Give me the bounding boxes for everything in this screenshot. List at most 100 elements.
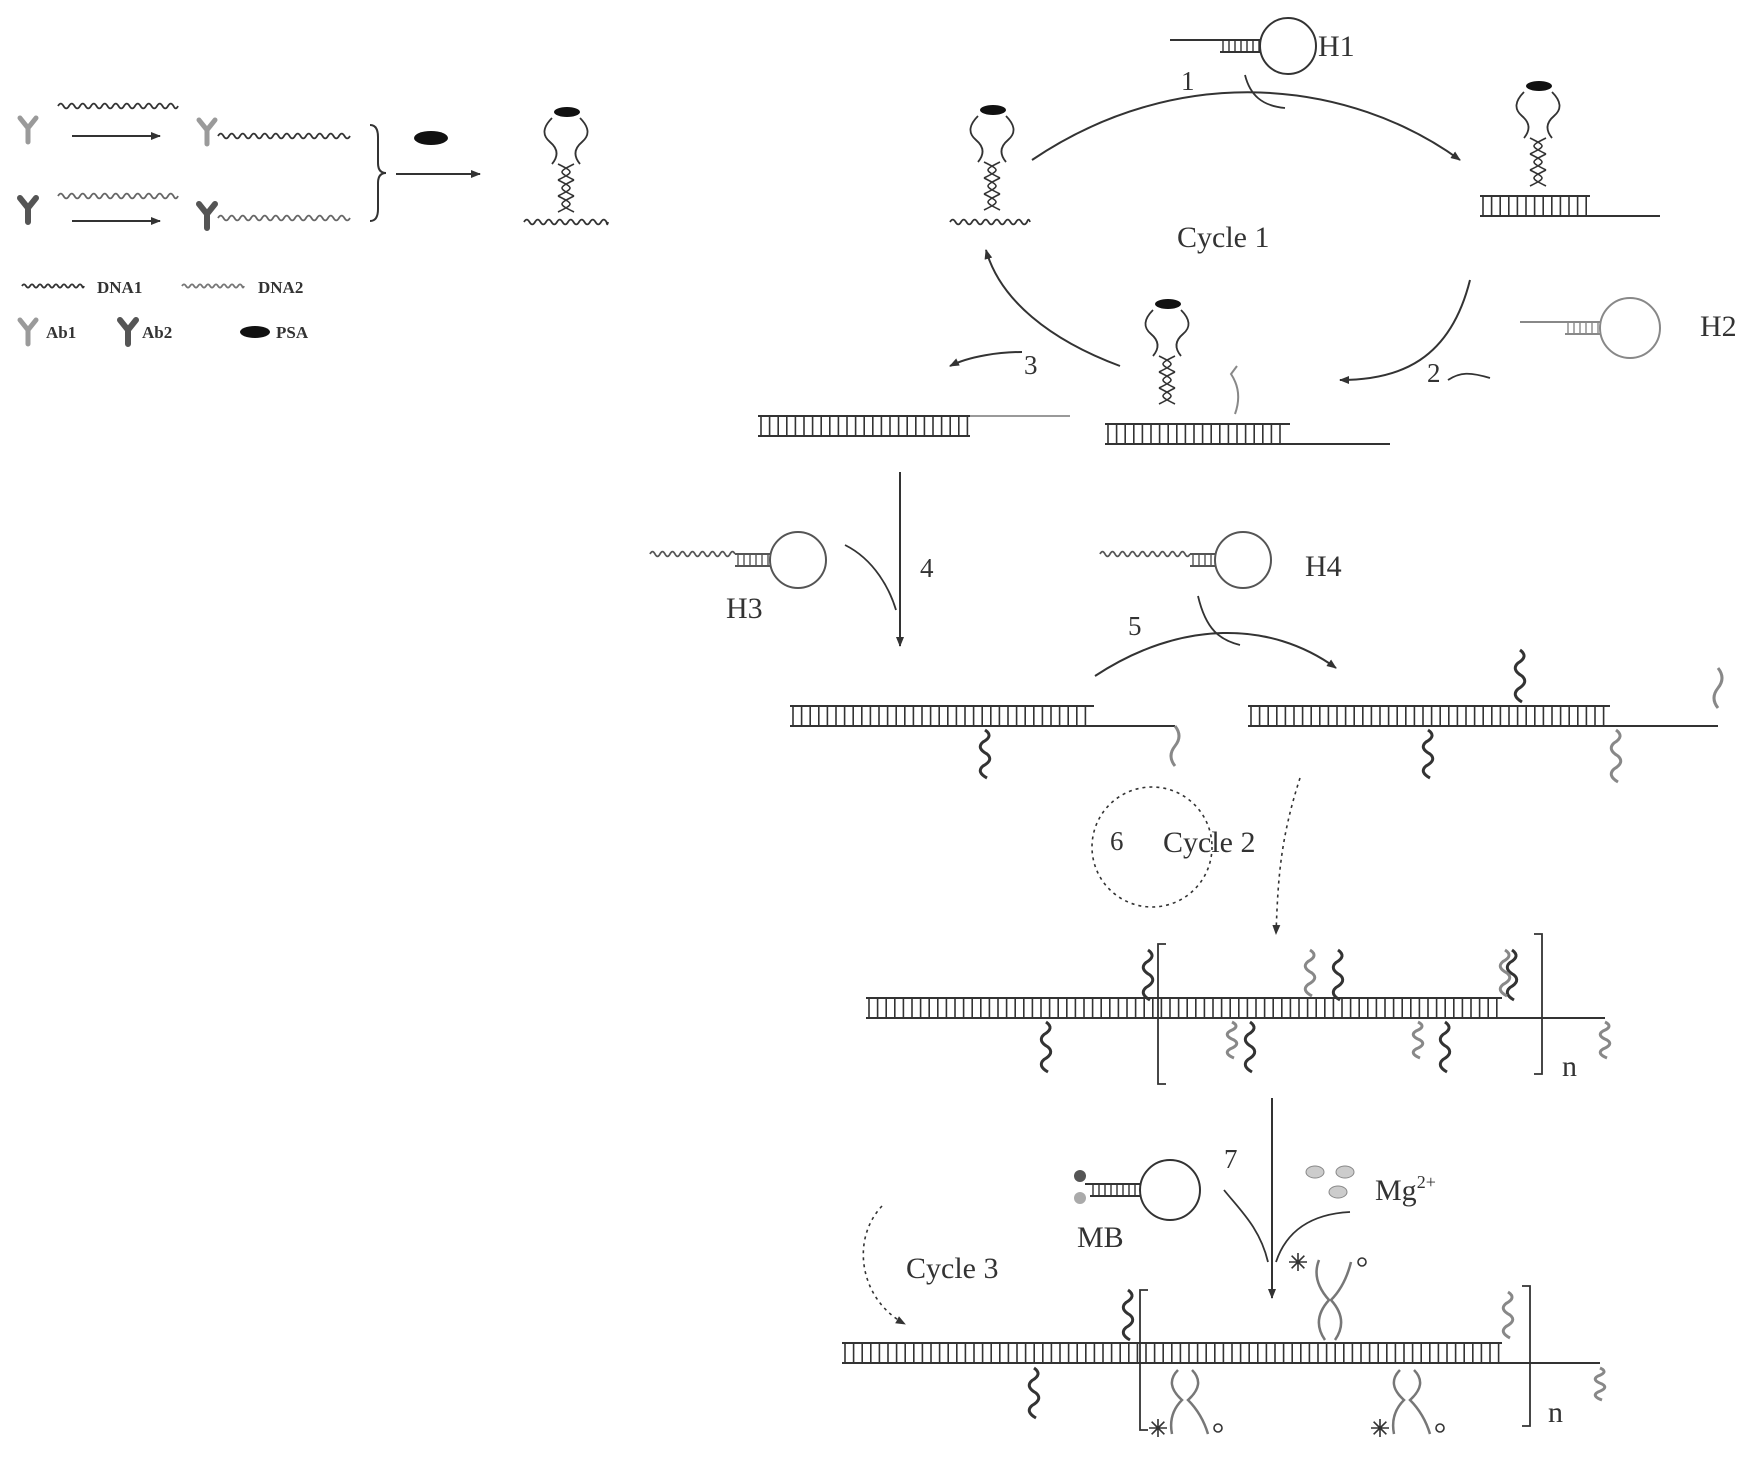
cycle1-left-dna-tails <box>950 220 1030 225</box>
psa-molecule <box>1526 81 1552 91</box>
legend-psa-icon <box>240 326 270 338</box>
h3-h4-assembly <box>650 472 1722 782</box>
ab2-antibody <box>20 198 36 222</box>
mg-ion-0 <box>1306 1166 1324 1178</box>
hairpin-h2 <box>1520 298 1660 358</box>
polymer-branch-bottom-1 <box>1245 1022 1254 1072</box>
cleaved-beacon-bottom-right-0 <box>1188 1370 1208 1434</box>
arrow-step-5-join <box>1198 596 1240 645</box>
final-bracket-right <box>1522 1286 1530 1426</box>
cleaved-beacon-bottom-left-1 <box>1393 1370 1404 1434</box>
hairpin-h3 <box>650 532 826 588</box>
step-6-label: 6 <box>1110 826 1124 856</box>
legend-psa-label: PSA <box>276 323 309 342</box>
h1-duplex <box>1480 196 1660 216</box>
ab1-conjugate-dna <box>218 134 350 139</box>
ion-charge: 2+ <box>1417 1172 1436 1192</box>
h1-h2-duplex <box>1105 424 1390 444</box>
antibody-arms <box>20 320 36 344</box>
h4-branch-arm-bottom <box>1423 730 1432 778</box>
repeat-bracket-right <box>1534 934 1542 1074</box>
arrow-step-2 <box>1340 280 1470 380</box>
final-branch-bottom-1 <box>1595 1368 1604 1400</box>
dna-arm-left <box>1516 92 1528 138</box>
ab1-conjugate-antibody <box>199 120 215 144</box>
step-5-label: 5 <box>1128 611 1142 641</box>
psa-molecule <box>980 105 1006 115</box>
cycle-1-label: Cycle 1 <box>1177 221 1269 254</box>
fluorophore-burst-bottom-0 <box>1149 1419 1167 1437</box>
polymer-branch-top-light-0 <box>1305 950 1314 996</box>
quencher-dot-bottom-1 <box>1436 1424 1444 1432</box>
cycle-2-group <box>866 778 1610 1084</box>
step-7-label: 7 <box>1224 1144 1238 1174</box>
dna-arm-right <box>1547 92 1559 138</box>
final-duplex <box>842 1343 1600 1363</box>
cleaved-beacon-top-right <box>1331 1262 1351 1340</box>
hairpin-loop <box>1260 18 1316 74</box>
hairpin-loop <box>770 532 826 588</box>
ab1-antibody <box>20 118 36 142</box>
dna-arm-left <box>544 118 556 164</box>
h3-branch-arm <box>980 730 989 778</box>
hairpin-h4 <box>1100 532 1271 588</box>
final-branch-top-0 <box>1123 1290 1132 1340</box>
cycle1-complex-bottom <box>1145 299 1188 404</box>
arrow-step-1 <box>1032 92 1460 160</box>
polymer-duplex <box>866 998 1605 1018</box>
sandwich-complex-product <box>544 107 587 212</box>
legend-dna2-label: DNA2 <box>258 278 303 297</box>
legend-ab2-label: Ab2 <box>142 323 172 342</box>
antibody-labelling-panel <box>20 104 608 228</box>
step-4-label: 4 <box>920 553 934 583</box>
arrow-step-2-join <box>1448 374 1490 380</box>
bracket <box>370 125 386 221</box>
step-3-label: 3 <box>1024 350 1038 380</box>
psa-molecule <box>554 107 580 117</box>
quencher-dot-bottom-0 <box>1214 1424 1222 1432</box>
beacon-quencher <box>1074 1170 1086 1182</box>
cleaved-beacon-top-left <box>1317 1260 1329 1340</box>
legend-ab1-label: Ab1 <box>46 323 76 342</box>
step-1-label: 1 <box>1181 66 1195 96</box>
dna-arm-left <box>970 116 982 162</box>
polymer-branch-bottom-light-0 <box>1227 1022 1236 1058</box>
magnesium-ion-label: Mg2+ <box>1375 1172 1436 1207</box>
cycle1-complex-right <box>1516 81 1559 186</box>
final-branch-top-1 <box>1503 1292 1512 1338</box>
h3-intermediate-duplex <box>790 706 1175 726</box>
antibody-arms <box>20 118 36 142</box>
fluorophore-burst-bottom-1 <box>1371 1419 1389 1437</box>
cleaved-beacon-bottom-right-1 <box>1410 1370 1430 1434</box>
hairpin-loop <box>1215 532 1271 588</box>
antibody-arms <box>199 120 215 144</box>
arrow-step-3-release <box>950 352 1022 366</box>
quencher-dot-top <box>1358 1258 1366 1266</box>
cleaved-beacon-bottom-left-0 <box>1171 1370 1182 1434</box>
arrow-step-3-return <box>986 250 1120 366</box>
mg-ion-2 <box>1329 1186 1347 1198</box>
step-2-label: 2 <box>1427 358 1441 388</box>
h3-free-tail <box>1171 726 1179 766</box>
hairpin-h1-label: H1 <box>1318 30 1355 63</box>
cycle1-complex-left <box>970 105 1013 210</box>
hairpin-h3-label: H3 <box>726 592 763 625</box>
dna-arm-right <box>1176 310 1188 356</box>
cycle-2-label: Cycle 2 <box>1163 826 1255 859</box>
cycle-3-label: Cycle 3 <box>906 1252 998 1285</box>
released-h1-h2-duplex <box>758 416 970 436</box>
final-bracket-left <box>1140 1290 1148 1430</box>
repeat-count-label: n <box>1562 1050 1577 1083</box>
displaced-h2-arm <box>1231 366 1238 414</box>
h4-free-arm-bottom <box>1611 730 1620 782</box>
ab2-conjugate-dna <box>218 216 350 221</box>
ion-base: Mg <box>1375 1174 1417 1207</box>
dna-arm-right <box>575 118 587 164</box>
legend-dna1-wave <box>22 284 84 287</box>
hairpin-loop <box>1600 298 1660 358</box>
polymer-branch-top-1 <box>1333 950 1342 1000</box>
dna-arm-left <box>1145 310 1157 356</box>
polymer-branch-bottom-light-2 <box>1600 1022 1609 1058</box>
antibody-arms <box>120 320 136 344</box>
